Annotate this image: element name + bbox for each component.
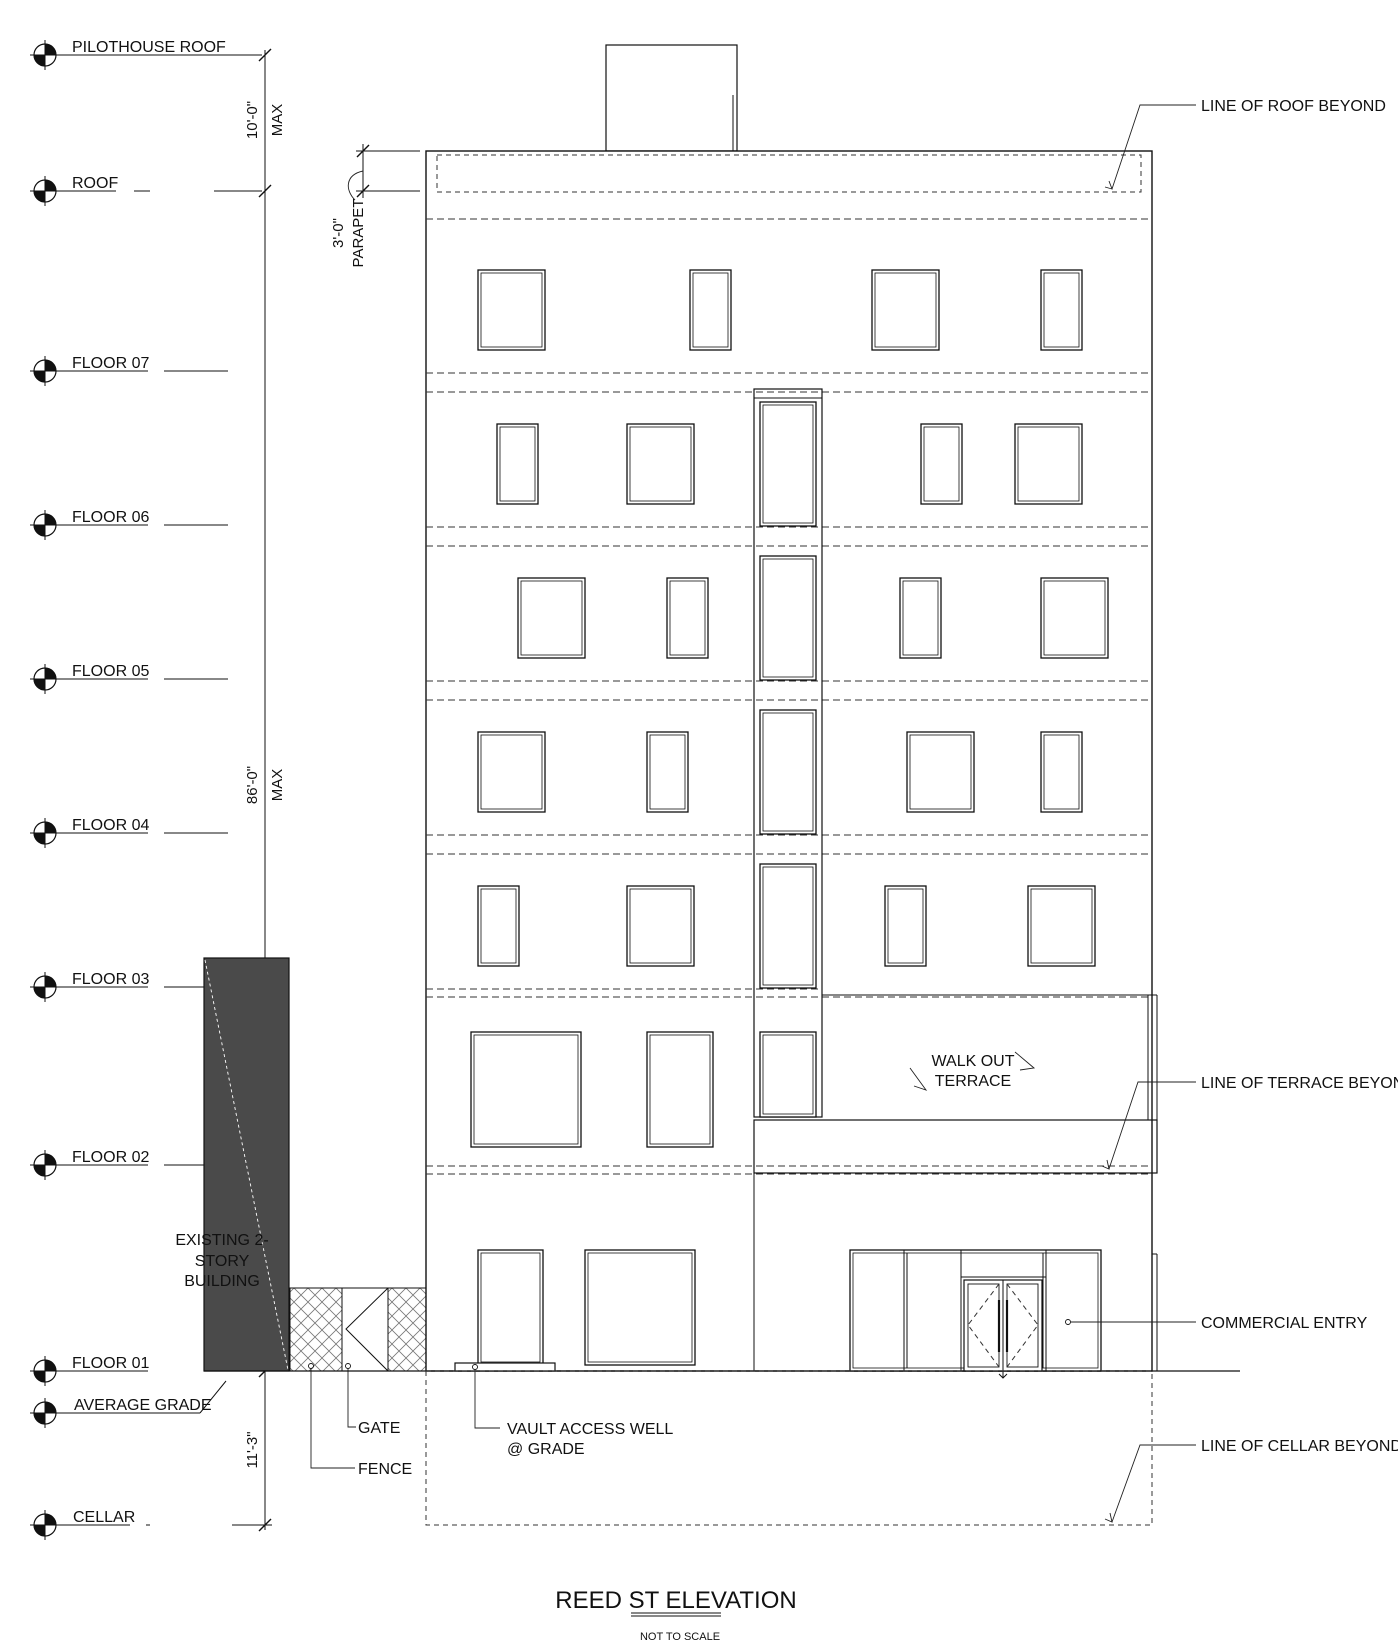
level-datum-icon bbox=[30, 1510, 60, 1540]
level-marker-cellar: CELLAR bbox=[30, 1509, 272, 1540]
fence-and-gate: GATE FENCE bbox=[289, 1287, 427, 1478]
ground-floor: VAULT ACCESS WELL @ GRADE bbox=[454, 1173, 1196, 1458]
floor-bands bbox=[426, 218, 1152, 1175]
existing-building-label-1: EXISTING 2- bbox=[175, 1232, 268, 1249]
gate-label: GATE bbox=[358, 1420, 400, 1437]
existing-building: EXISTING 2- STORY BUILDING bbox=[175, 957, 290, 1372]
dimension-qualifier: MAX bbox=[269, 769, 286, 802]
level-markers: PILOTHOUSE ROOF ROOF bbox=[30, 39, 272, 1540]
level-marker-floor-06: FLOOR 06 bbox=[30, 509, 228, 540]
windows-floor-04 bbox=[477, 731, 1083, 813]
note-line-of-cellar-beyond: LINE OF CELLAR BEYOND bbox=[1201, 1438, 1398, 1455]
level-marker-average-grade: AVERAGE GRADE bbox=[30, 1380, 227, 1428]
level-label: FLOOR 04 bbox=[72, 817, 149, 834]
walk-out-terrace-label-2: TERRACE bbox=[935, 1073, 1011, 1090]
level-marker-floor-03: FLOOR 03 bbox=[30, 971, 228, 1002]
dimension-parapet-lines bbox=[347, 144, 420, 201]
entry-door bbox=[963, 1279, 1043, 1379]
dimension-parapet: 3'-0" PARAPET bbox=[330, 199, 367, 268]
dimension-value: 10'-0" bbox=[244, 101, 261, 139]
windows-floor-05 bbox=[517, 577, 1109, 659]
level-datum-icon bbox=[30, 176, 60, 206]
note-commercial-entry: COMMERCIAL ENTRY bbox=[1201, 1315, 1368, 1332]
level-datum-icon bbox=[30, 1356, 60, 1386]
central-window-stack bbox=[753, 388, 823, 1118]
level-marker-floor-05: FLOOR 05 bbox=[30, 663, 228, 694]
note-line-of-terrace-beyond: LINE OF TERRACE BEYOND bbox=[1201, 1075, 1398, 1092]
level-datum-icon bbox=[30, 40, 60, 70]
title-scale: NOT TO SCALE bbox=[640, 1631, 720, 1643]
level-label: PILOTHOUSE ROOF bbox=[72, 39, 226, 56]
fence-label: FENCE bbox=[358, 1461, 412, 1478]
walk-out-terrace-label-1: WALK OUT bbox=[932, 1053, 1015, 1070]
windows-floor-06 bbox=[496, 423, 1083, 505]
windows-floor-07 bbox=[477, 269, 1083, 351]
dimension-strings: 10'-0" MAX 86'-0" MAX 11'-3" 3'-0" PARAP… bbox=[244, 48, 420, 1532]
existing-building-label-2: STORY bbox=[195, 1253, 250, 1270]
existing-building-label-3: BUILDING bbox=[184, 1273, 260, 1290]
level-marker-floor-01: FLOOR 01 bbox=[30, 1355, 149, 1386]
vault-access-well bbox=[454, 1362, 556, 1372]
right-notes: LINE OF ROOF BEYOND LINE OF TERRACE BEYO… bbox=[1101, 98, 1398, 1523]
level-datum-icon bbox=[30, 510, 60, 540]
level-label: FLOOR 03 bbox=[72, 971, 149, 988]
level-label: CELLAR bbox=[73, 1509, 135, 1526]
level-datum-icon bbox=[30, 818, 60, 848]
dimension-value: 3'-0" bbox=[330, 218, 347, 248]
drawing-title: REED ST ELEVATION NOT TO SCALE bbox=[555, 1587, 796, 1643]
windows-floor-02 bbox=[470, 1031, 714, 1148]
dimension-qualifier: PARAPET bbox=[350, 199, 367, 268]
dimension-cellar: 11'-3" bbox=[244, 1431, 261, 1468]
dimension-building: 86'-0" MAX bbox=[244, 766, 286, 804]
title-main: REED ST ELEVATION bbox=[555, 1587, 796, 1614]
dimension-value: 11'-3" bbox=[244, 1431, 261, 1468]
walk-out-terrace: WALK OUT TERRACE bbox=[753, 994, 1158, 1174]
level-datum-icon bbox=[30, 1150, 60, 1180]
dimension-pilothouse: 10'-0" MAX bbox=[244, 101, 286, 139]
level-marker-floor-02: FLOOR 02 bbox=[30, 1149, 228, 1180]
level-datum-icon bbox=[30, 972, 60, 1002]
main-building: WALK OUT TERRACE VAULT ACCESS WELL @ GRA… bbox=[425, 44, 1196, 1458]
level-datum-icon bbox=[30, 356, 60, 386]
level-marker-floor-04: FLOOR 04 bbox=[30, 817, 228, 848]
level-datum-icon bbox=[30, 664, 60, 694]
level-marker-floor-07: FLOOR 07 bbox=[30, 355, 228, 386]
dimension-qualifier: MAX bbox=[269, 104, 286, 137]
level-label: FLOOR 05 bbox=[72, 663, 149, 680]
level-label: FLOOR 02 bbox=[72, 1149, 149, 1166]
level-label: AVERAGE GRADE bbox=[74, 1397, 212, 1414]
level-label: FLOOR 01 bbox=[72, 1355, 149, 1372]
level-label: FLOOR 06 bbox=[72, 509, 149, 526]
cellar-outline bbox=[425, 1370, 1153, 1526]
level-datum-icon bbox=[30, 1398, 60, 1428]
level-label: ROOF bbox=[72, 175, 118, 192]
note-line-of-roof-beyond: LINE OF ROOF BEYOND bbox=[1201, 98, 1386, 115]
level-marker-pilothouse-roof: PILOTHOUSE ROOF bbox=[30, 39, 262, 70]
level-label: FLOOR 07 bbox=[72, 355, 149, 372]
pilothouse bbox=[605, 44, 738, 152]
windows-floor-03 bbox=[477, 885, 1096, 967]
vault-label-1: VAULT ACCESS WELL bbox=[507, 1421, 673, 1438]
level-marker-roof: ROOF bbox=[30, 175, 262, 206]
dimension-value: 86'-0" bbox=[244, 766, 261, 804]
vault-label-2: @ GRADE bbox=[507, 1441, 585, 1458]
commercial-storefront bbox=[849, 1249, 1196, 1379]
